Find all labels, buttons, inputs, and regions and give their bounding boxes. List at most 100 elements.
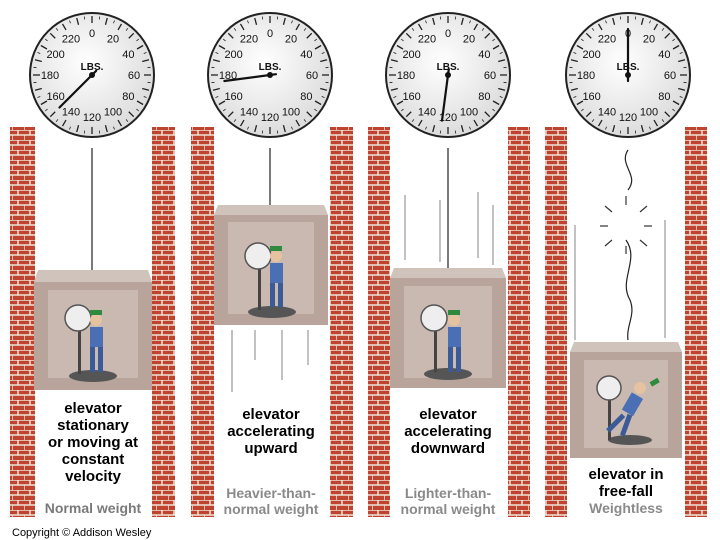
tick-mark	[411, 119, 415, 123]
dial-tick-label: 100	[460, 106, 478, 118]
bathroom-scale-icon	[596, 375, 652, 445]
tick-mark	[612, 17, 616, 25]
tick-mark	[143, 52, 147, 54]
tick-mark	[218, 100, 226, 106]
brick-wall	[508, 127, 530, 517]
tick-mark	[573, 96, 577, 98]
caption-line: velocity	[65, 468, 121, 485]
tick-mark	[484, 111, 491, 118]
tick-mark	[282, 17, 286, 25]
tick-mark	[136, 108, 140, 112]
tick-mark	[320, 59, 328, 63]
brick-wall	[368, 127, 390, 517]
tick-mark	[499, 96, 503, 98]
dial-tick-label: 140	[598, 106, 616, 118]
dial-tick-label: 220	[418, 34, 436, 46]
tick-mark	[303, 27, 307, 31]
tick-mark	[76, 17, 80, 25]
dial-pivot	[89, 72, 95, 78]
caption-panel-3: elevator accelerating downward	[383, 406, 513, 457]
floating-person-icon	[606, 377, 660, 437]
tick-mark	[640, 125, 644, 133]
brick-wall	[330, 127, 353, 517]
tick-mark	[393, 52, 397, 54]
caption-line: free-fall	[598, 483, 654, 500]
dial-unit-label: LBS.	[81, 62, 104, 73]
tick-mark	[591, 119, 595, 123]
dial-tick-label: 140	[418, 106, 436, 118]
dial-tick-label: 80	[658, 91, 670, 103]
weight-line: normal weight	[223, 501, 319, 517]
tick-mark	[425, 126, 427, 130]
weight-label-panel-2: Heavier-than- normal weight	[196, 485, 346, 517]
tick-mark	[469, 20, 471, 24]
tick-mark	[142, 59, 150, 63]
tick-mark	[481, 119, 485, 123]
dial-tick-label: 160	[582, 91, 600, 103]
caption-panel-2: elevator accelerating upward	[206, 406, 336, 457]
tick-mark	[321, 96, 325, 98]
tick-mark	[678, 59, 686, 63]
dial-tick-label: 40	[478, 49, 490, 61]
dial-tick-label: 180	[397, 70, 415, 82]
weight-label-panel-1: Normal weight	[18, 500, 168, 516]
tick-mark	[597, 119, 603, 127]
dial-tick-label: 180	[577, 70, 595, 82]
tick-mark	[314, 100, 322, 106]
tick-mark	[76, 125, 80, 133]
tick-mark	[672, 108, 676, 112]
tick-mark	[55, 119, 59, 123]
caption-panel-4: elevator in free-fall	[561, 466, 691, 500]
tick-mark	[390, 59, 398, 63]
dial-tick-label: 160	[402, 91, 420, 103]
tick-mark	[239, 119, 245, 127]
brick-wall	[191, 127, 214, 517]
tick-mark	[142, 87, 150, 91]
tick-mark	[40, 100, 48, 106]
dial-tick-label: 100	[104, 106, 122, 118]
tick-mark	[400, 38, 404, 42]
dial-tick-label: 220	[598, 34, 616, 46]
tick-mark	[432, 17, 436, 25]
brick-walls	[10, 127, 707, 517]
brick-wall	[152, 127, 175, 517]
tick-mark	[591, 27, 595, 31]
brick-wall	[545, 127, 567, 517]
person-icon	[448, 310, 461, 372]
caption-line: or moving at	[47, 434, 138, 451]
tick-mark	[411, 27, 415, 31]
tick-mark	[672, 44, 680, 50]
bathroom-scale-icon	[244, 242, 296, 318]
tick-mark	[69, 126, 71, 130]
tick-mark	[222, 38, 226, 42]
tick-mark	[233, 27, 237, 31]
dial-tick-label: 40	[300, 49, 312, 61]
tick-mark	[34, 59, 42, 63]
tick-mark	[306, 111, 313, 118]
weight-line: Heavier-than-	[226, 485, 316, 501]
tick-mark	[597, 23, 603, 31]
tick-mark	[143, 96, 147, 98]
dial-tick-label: 80	[300, 91, 312, 103]
tick-mark	[405, 111, 412, 118]
weight-line: Lighter-than-	[404, 485, 492, 501]
tick-mark	[492, 44, 500, 50]
tick-mark	[672, 38, 676, 42]
caption-line: constant	[61, 451, 125, 468]
tick-mark	[212, 59, 220, 63]
tick-mark	[291, 126, 293, 130]
brick-wall	[10, 127, 35, 517]
tick-mark	[125, 27, 129, 31]
tick-mark	[661, 27, 665, 31]
tick-mark	[605, 20, 607, 24]
tick-mark	[314, 38, 318, 42]
person-icon	[270, 246, 283, 307]
tick-mark	[303, 119, 307, 123]
dial-tick-label: 20	[463, 34, 475, 46]
weight-line: Normal weight	[44, 500, 142, 516]
caption-line: elevator in	[588, 466, 664, 483]
